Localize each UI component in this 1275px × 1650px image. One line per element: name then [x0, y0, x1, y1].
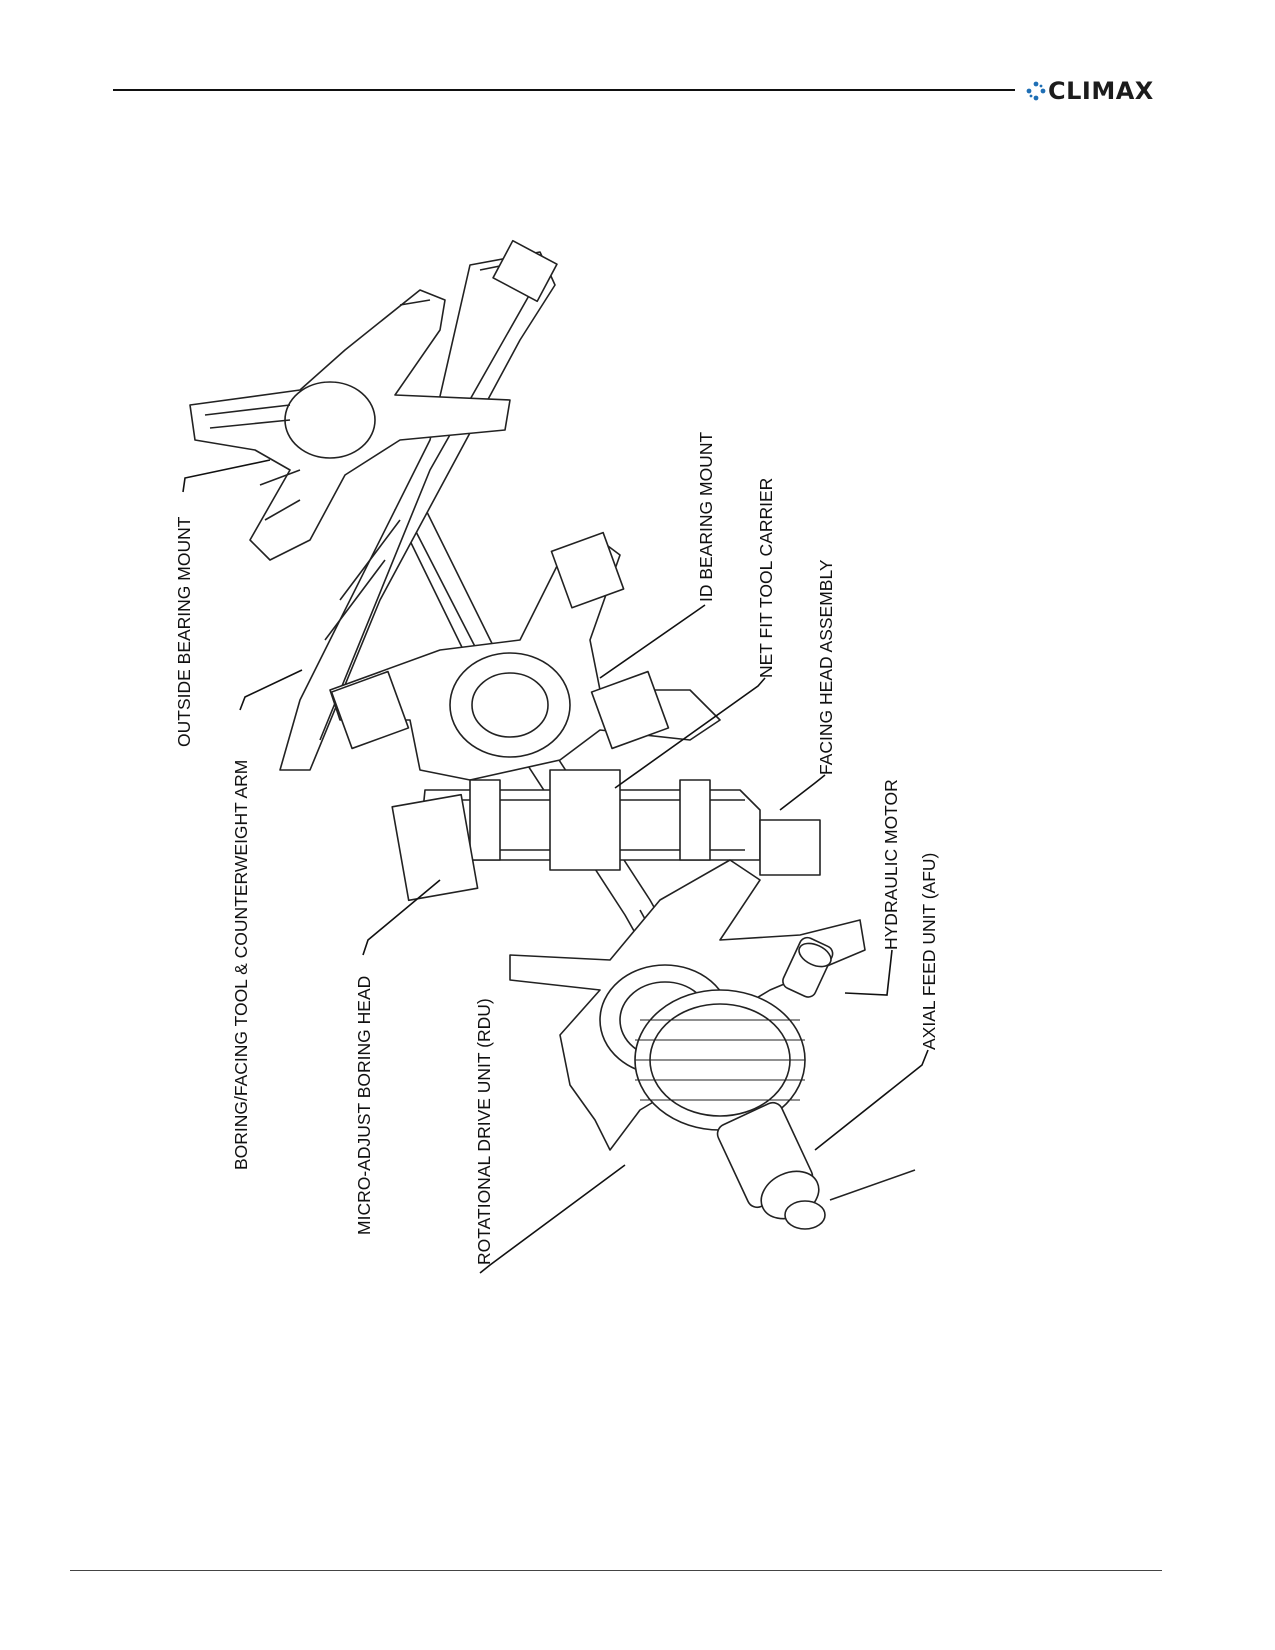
label-micro-adjust-boring-head: MICRO-ADJUST BORING HEAD: [354, 976, 374, 1235]
leader-id-bearing-mount: [599, 604, 706, 679]
leader-facing-head-assembly: [779, 774, 826, 811]
leader-lines: [182, 459, 929, 1274]
label-outside-bearing-mount: OUTSIDE BEARING MOUNT: [174, 516, 194, 747]
axial-feed-unit-drawing: [716, 1101, 916, 1230]
label-boring-facing-tool: BORING/FACING TOOL & COUNTERWEIGHT ARM: [231, 760, 251, 1170]
climax-logo-mark-icon: [1026, 81, 1046, 101]
machine-drawing: [189, 239, 916, 1230]
climax-logo: CLIMAX: [1026, 77, 1198, 105]
leader-hydraulic-motor: [844, 949, 893, 996]
leader-axial-feed-unit: [814, 1049, 929, 1151]
header-rule: [113, 89, 1015, 91]
label-rotational-drive-unit: ROTATIONAL DRIVE UNIT (RDU): [474, 998, 494, 1265]
label-axial-feed-unit: AXIAL FEED UNIT (AFU): [919, 853, 939, 1050]
rail-beam: [279, 239, 558, 771]
label-facing-head-assembly: FACING HEAD ASSEMBLY: [816, 559, 836, 775]
leader-outside-bearing-mount: [182, 459, 271, 493]
leader-rotational-drive-unit: [479, 1164, 626, 1274]
gear-drawing: [634, 989, 806, 1131]
logo-text: CLIMAX: [1048, 77, 1154, 105]
facing-head-assembly-drawing: [391, 769, 821, 902]
callout-labels: OUTSIDE BEARING MOUNT BORING/FACING TOOL…: [174, 432, 939, 1265]
hydraulic-motor-drawing: [782, 936, 834, 998]
outside-bearing-mount-drawing: [189, 289, 511, 561]
leader-net-fit-tool-carrier: [614, 677, 766, 789]
label-net-fit-tool-carrier: NET FIT TOOL CARRIER: [756, 478, 776, 678]
id-bearing-mount-drawing: [329, 531, 721, 781]
leader-micro-adjust-boring-head: [362, 879, 441, 956]
label-hydraulic-motor: HYDRAULIC MOTOR: [881, 779, 901, 950]
footer-rule: [70, 1570, 1162, 1571]
label-id-bearing-mount: ID BEARING MOUNT: [696, 432, 716, 602]
leader-boring-facing-tool: [239, 669, 303, 711]
